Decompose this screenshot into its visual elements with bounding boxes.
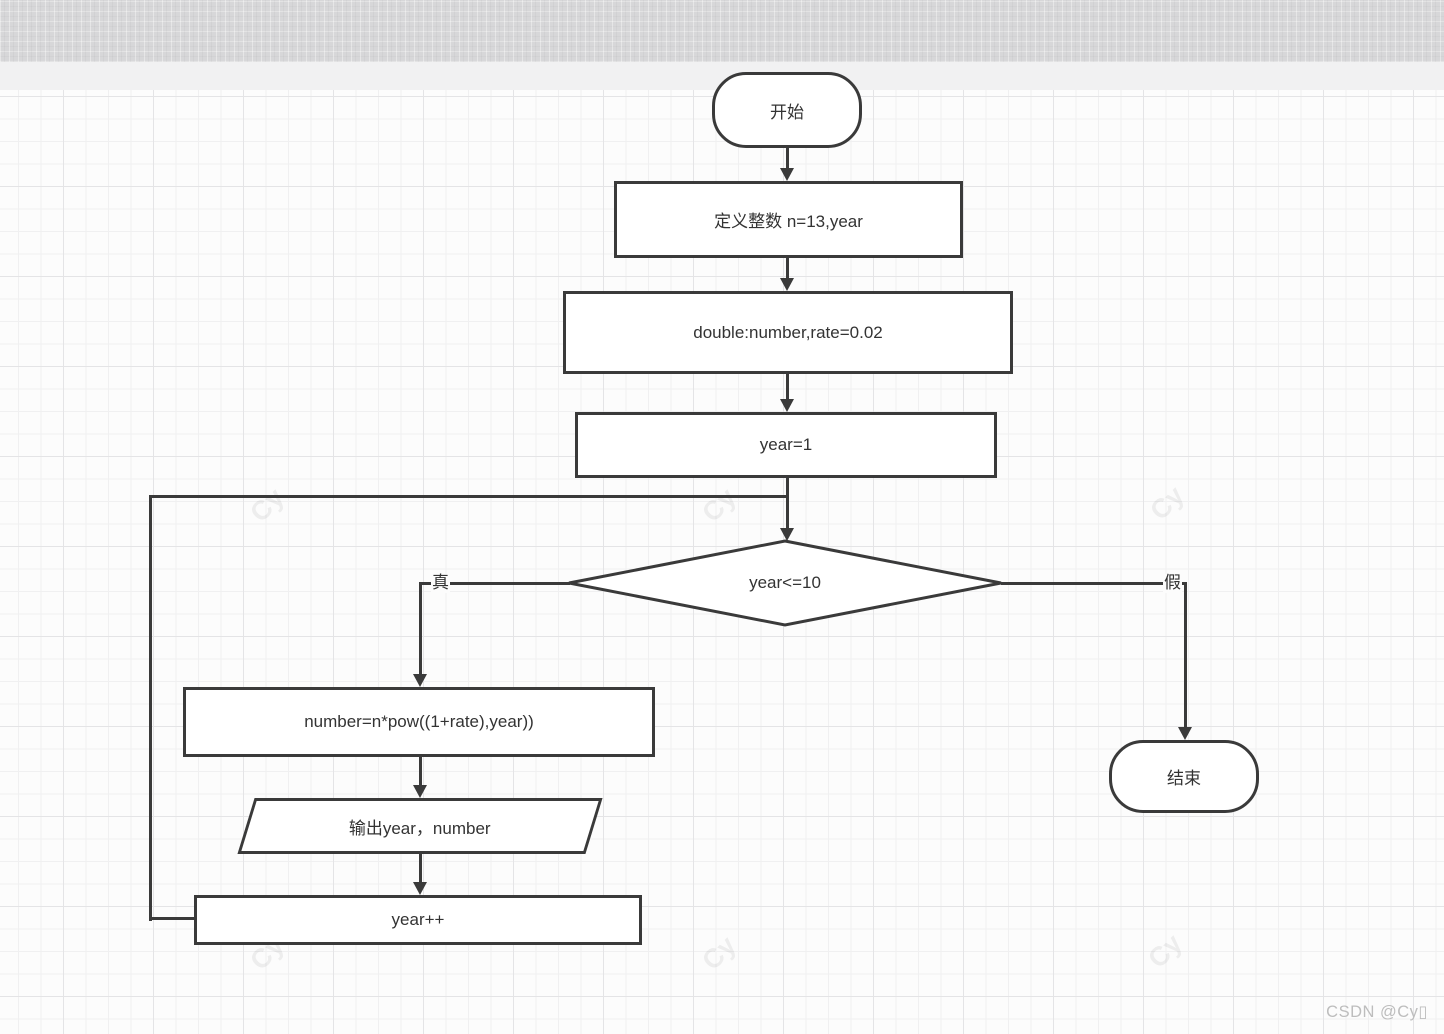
node-label: year<=10: [749, 573, 821, 592]
connector-output-increment: [418, 854, 422, 883]
arrowhead-icon: [1178, 727, 1192, 740]
connector-false-vertical: [1183, 581, 1187, 728]
flow-node-increment[interactable]: year++: [194, 895, 642, 945]
csdn-credit-watermark: CSDN @Cy▯: [1326, 1003, 1428, 1021]
arrowhead-icon: [780, 278, 794, 291]
node-label: 输出year，number: [349, 818, 491, 838]
arrowhead-icon: [780, 399, 794, 412]
connector-compute-output: [418, 757, 422, 786]
connector-loop-left: [148, 494, 152, 921]
flow-node-end[interactable]: 结束: [1109, 740, 1259, 813]
node-label: year++: [391, 910, 445, 929]
connector-year1-condition: [785, 478, 789, 529]
flow-node-declare-int[interactable]: 定义整数 n=13,year: [614, 181, 963, 258]
decision-diamond-shape: [568, 539, 1002, 627]
canvas-watermark: Cy: [695, 929, 742, 976]
node-label: number=n*pow((1+rate),year)): [304, 712, 534, 731]
canvas-watermark: Cy: [1141, 927, 1188, 974]
connector-false-horizontal: [1001, 581, 1185, 585]
connector-true-vertical: [418, 581, 422, 677]
node-label: 定义整数 n=13,year: [714, 212, 863, 231]
connector-loop-top: [148, 494, 789, 498]
canvas-watermark: Cy: [243, 481, 290, 528]
node-label: double:number,rate=0.02: [693, 322, 883, 342]
flow-node-start[interactable]: 开始: [712, 72, 862, 148]
connector-double-year1: [785, 374, 789, 401]
connector-loop-bottom: [148, 917, 197, 920]
node-label: 开始: [770, 102, 804, 122]
top-toolbar-area: [0, 0, 1444, 63]
arrowhead-icon: [413, 882, 427, 895]
canvas-watermark: Cy: [695, 481, 742, 528]
node-label: 结束: [1167, 769, 1201, 788]
flow-node-init-year[interactable]: year=1: [575, 412, 997, 478]
flow-node-compute[interactable]: number=n*pow((1+rate),year)): [183, 687, 655, 757]
edge-label-true: 真: [431, 573, 450, 593]
arrowhead-icon: [780, 528, 794, 541]
canvas-watermark: Cy: [1143, 479, 1190, 526]
edge-label-false: 假: [1163, 573, 1182, 593]
arrowhead-icon: [413, 674, 427, 687]
flow-node-condition[interactable]: year<=10: [566, 538, 1004, 628]
node-label: year=1: [759, 435, 813, 454]
connector-start-declare: [785, 148, 789, 170]
connector-true-horizontal: [418, 581, 570, 585]
connector-declare-double: [785, 258, 789, 279]
arrowhead-icon: [413, 785, 427, 798]
arrowhead-icon: [780, 168, 794, 181]
flow-node-declare-double[interactable]: double:number,rate=0.02: [563, 291, 1013, 374]
flow-node-output[interactable]: 输出year，number: [237, 798, 603, 854]
